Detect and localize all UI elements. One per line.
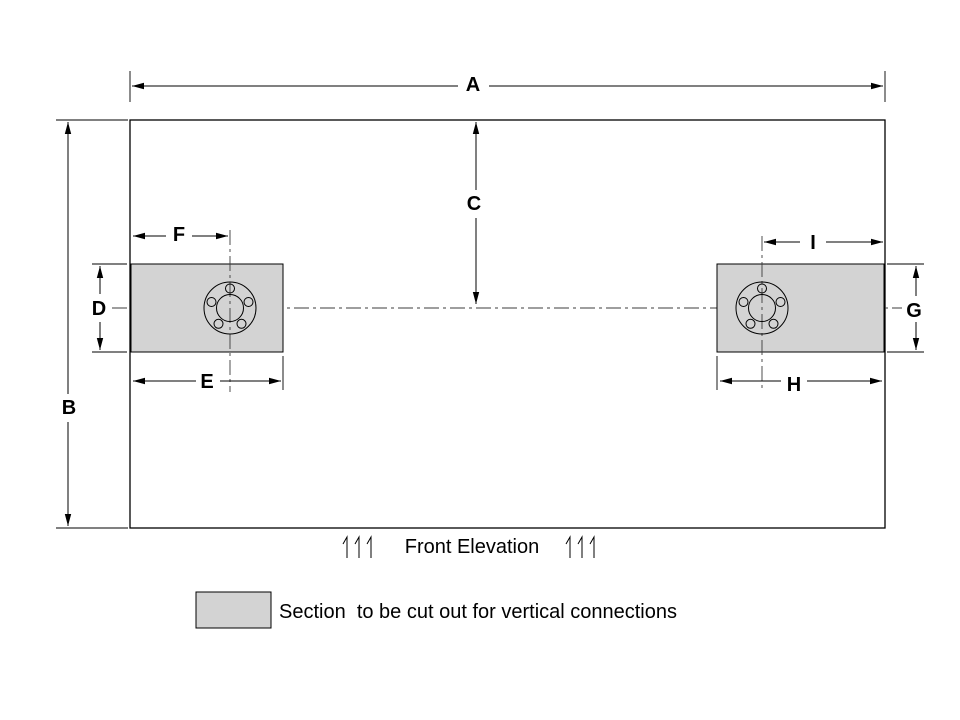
- flange-left-bolt-hole: [236, 318, 247, 329]
- dimension-f: F: [133, 224, 228, 246]
- flange-right-bolt-hole: [738, 297, 749, 307]
- flange-right-outer-circle: [735, 281, 789, 335]
- flange-left-bolt-hole: [225, 283, 235, 294]
- flange-left-bore-circle: [216, 294, 244, 322]
- flange-right-bore-circle: [748, 294, 776, 322]
- flange-right-bolt-hole: [745, 318, 756, 329]
- flange-left-bolt-hole: [213, 318, 224, 329]
- hatch-marks-right: [565, 535, 595, 558]
- hatch-marks-left: [342, 535, 372, 558]
- dimension-e: E: [133, 356, 284, 393]
- dimension-i: I: [764, 232, 883, 254]
- flange-left-bolt-hole: [206, 297, 217, 307]
- legend-text: Section to be cut out for vertical conne…: [279, 601, 677, 623]
- dimension-a: A: [129, 71, 886, 102]
- dim-label-i: I: [810, 232, 816, 254]
- flange-right: [735, 281, 789, 335]
- legend-swatch: [195, 591, 272, 629]
- dimension-d: D: [92, 263, 127, 353]
- dim-label-f: F: [173, 224, 185, 246]
- dimension-h: H: [716, 356, 882, 396]
- dim-label-a: A: [466, 74, 480, 96]
- flange-right-bolt-hole: [768, 318, 779, 329]
- dimension-c: C: [467, 122, 481, 304]
- cutout-section-left: [130, 263, 284, 353]
- dimension-g: G: [887, 263, 924, 353]
- dim-label-d: D: [92, 298, 106, 320]
- caption-front-elevation: Front Elevation: [342, 535, 595, 558]
- dim-label-c: C: [467, 193, 481, 215]
- cutout-section-right: [716, 263, 885, 353]
- dimension-b: B: [56, 119, 128, 529]
- dim-label-e: E: [200, 371, 213, 393]
- flange-left-outer-circle: [203, 281, 257, 335]
- flange-left: [203, 281, 257, 335]
- flange-left-bolt-hole: [243, 297, 254, 307]
- caption-title: Front Elevation: [405, 536, 540, 558]
- flange-right-bolt-hole: [775, 297, 786, 307]
- dim-label-b: B: [62, 397, 76, 419]
- dim-label-h: H: [787, 374, 801, 396]
- flange-right-bolt-hole: [757, 283, 767, 294]
- dim-label-g: G: [906, 300, 922, 322]
- legend: Section to be cut out for vertical conne…: [195, 591, 677, 629]
